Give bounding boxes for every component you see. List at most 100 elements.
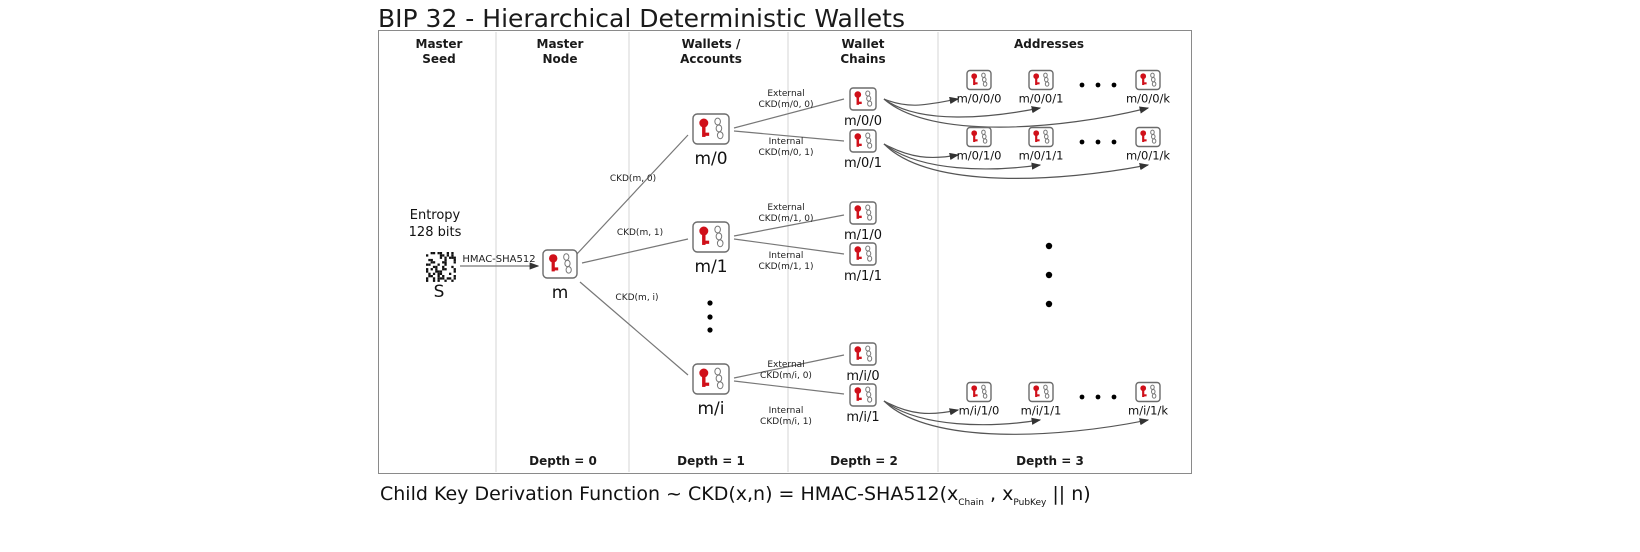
column-header-master-node: Master Node: [537, 37, 584, 66]
chain-node: m/1/0: [844, 201, 882, 243]
node-label: m/1/1: [844, 269, 882, 284]
column-header-master-seed: Master Seed: [416, 37, 463, 66]
svg-text:Internal: Internal: [769, 137, 804, 147]
svg-text:External: External: [767, 203, 804, 213]
svg-text:Master: Master: [416, 37, 463, 51]
svg-text:Node: Node: [542, 52, 577, 66]
node-label: m/1/0: [844, 228, 882, 243]
key-chain-icon: [542, 249, 578, 279]
account-node: m/1: [692, 221, 730, 277]
key-chain-icon: [966, 381, 992, 403]
node-label: m: [552, 283, 569, 303]
depth-label: Depth = 0: [529, 454, 597, 468]
address-node: m/i/1/1: [1021, 381, 1062, 418]
account-node: m/i: [692, 363, 730, 419]
qr-code-icon: [426, 252, 456, 282]
hmac-edge-label: HMAC-SHA512: [462, 254, 535, 265]
svg-text:Entropy: Entropy: [410, 208, 461, 223]
node-label: m/0/1/0: [957, 149, 1002, 163]
key-chain-icon: [966, 126, 992, 148]
svg-text:Addresses: Addresses: [1014, 37, 1084, 51]
address-node: m/0/1/k: [1126, 126, 1170, 163]
key-chain-icon: [692, 113, 730, 145]
node-label: m/0: [694, 149, 727, 169]
account-edge-label: CKD(m, i): [615, 293, 658, 303]
address-node: m/0/0/k: [1126, 69, 1170, 106]
node-label: m/i/1/k: [1128, 404, 1168, 418]
depth-label: Depth = 2: [830, 454, 898, 468]
master-node: m: [542, 249, 578, 303]
address-node: m/i/1/0: [959, 381, 1000, 418]
formula-subscript-chain: Chain: [958, 497, 984, 508]
node-label: m/i/1: [846, 410, 879, 425]
node-label: m/0/0/0: [957, 92, 1002, 106]
chain-node: m/1/1: [844, 242, 882, 284]
svg-text:128 bits: 128 bits: [409, 225, 462, 240]
account-edge-label: CKD(m, 0): [610, 174, 656, 184]
node-label: m/0/1: [844, 156, 882, 171]
svg-text:CKD(m/i, 0): CKD(m/i, 0): [760, 371, 812, 381]
svg-text:Chains: Chains: [840, 52, 885, 66]
svg-text:Internal: Internal: [769, 251, 804, 261]
address-node: m/i/1/k: [1128, 381, 1168, 418]
node-label: m/i/1/0: [959, 404, 1000, 418]
key-chain-icon: [1028, 381, 1054, 403]
node-label: m/0/0: [844, 114, 882, 129]
column-header-accounts: Wallets / Accounts: [680, 37, 742, 66]
svg-text:Accounts: Accounts: [680, 52, 742, 66]
key-chain-icon: [966, 69, 992, 91]
node-label: m/0/1/k: [1126, 149, 1170, 163]
svg-text:Wallets /: Wallets /: [682, 37, 741, 51]
key-chain-icon: [849, 129, 877, 153]
key-chain-icon: [849, 342, 877, 366]
svg-text:Internal: Internal: [769, 406, 804, 416]
key-chain-icon: [1028, 69, 1054, 91]
formula-text: , x: [983, 483, 1014, 505]
account-edge: [579, 281, 689, 376]
svg-text:Master: Master: [537, 37, 584, 51]
svg-text:External: External: [767, 89, 804, 99]
svg-text:S: S: [434, 282, 445, 302]
addresses-ellipsis-icon: [1045, 242, 1053, 308]
node-label: m/i/0: [846, 369, 879, 384]
chain-edge-labels: External CKD(m/0, 0) Internal CKD(m/0, 1…: [758, 89, 813, 427]
formula-text: || n): [1046, 483, 1091, 505]
address-node: m/0/0/1: [1019, 69, 1063, 106]
svg-text:CKD(m/0, 0): CKD(m/0, 0): [758, 100, 813, 110]
master-seed: Entropy 128 bits S: [409, 208, 462, 302]
depth-label: Depth = 3: [1016, 454, 1084, 468]
svg-text:Wallet: Wallet: [841, 37, 884, 51]
node-label: m/i/1/1: [1021, 404, 1062, 418]
diagram-frame: [378, 30, 1192, 474]
diagram-title: BIP 32 - Hierarchical Deterministic Wall…: [378, 4, 905, 33]
key-chain-icon: [1135, 126, 1161, 148]
node-label: m/0/1/1: [1019, 149, 1064, 163]
account-edge: [581, 238, 689, 264]
key-chain-icon: [692, 221, 730, 253]
key-chain-icon: [1135, 69, 1161, 91]
address-curves: [883, 96, 1150, 435]
chain-node: m/0/0: [844, 87, 882, 129]
chain-node: m/0/1: [844, 129, 882, 171]
key-chain-icon: [849, 201, 877, 225]
svg-text:External: External: [767, 360, 804, 370]
account-edge: [575, 134, 689, 256]
depth-label: Depth = 1: [677, 454, 745, 468]
node-label: m/i: [697, 399, 724, 419]
address-row-ellipsis-icon: [1079, 394, 1117, 400]
ckd-formula: Child Key Derivation Function ~ CKD(x,n)…: [380, 483, 1091, 508]
chain-node: m/i/1: [846, 383, 880, 425]
accounts-ellipsis-icon: [707, 300, 713, 333]
address-node: m/0/0/0: [957, 69, 1002, 106]
column-header-addresses: Addresses: [1014, 37, 1084, 51]
node-label: m/0/0/k: [1126, 92, 1170, 106]
formula-subscript-pubkey: PubKey: [1013, 497, 1047, 508]
address-node: m/0/1/1: [1019, 126, 1064, 163]
svg-text:CKD(m/0, 1): CKD(m/0, 1): [758, 148, 813, 158]
account-node: m/0: [692, 113, 730, 169]
svg-text:Seed: Seed: [422, 52, 456, 66]
svg-text:CKD(m/1, 0): CKD(m/1, 0): [758, 214, 813, 224]
address-node: m/0/1/0: [957, 126, 1002, 163]
node-label: m/1: [694, 257, 727, 277]
